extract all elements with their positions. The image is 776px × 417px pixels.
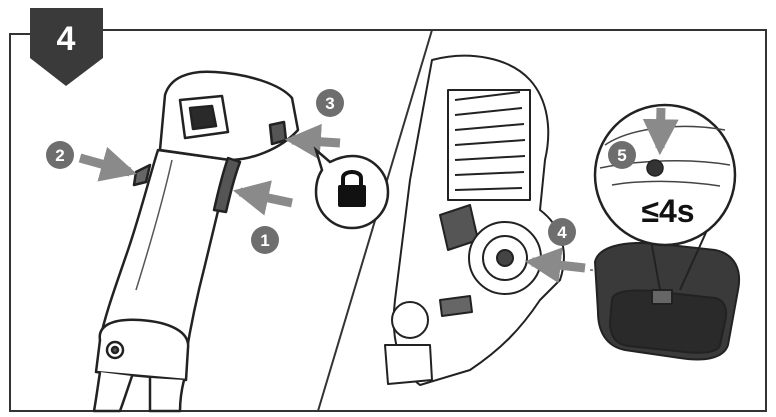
step-badge-label: 4 xyxy=(57,20,76,58)
callout-label: 1 xyxy=(260,231,269,250)
time-label: ≤4s xyxy=(641,193,694,229)
callout-5: 5 xyxy=(608,141,636,169)
callout-1: 1 xyxy=(251,226,279,254)
step-badge: 4 xyxy=(30,8,103,86)
callout-2: 2 xyxy=(46,141,74,169)
detail-magnifier: ≤4s xyxy=(593,103,737,291)
callout-label: 4 xyxy=(557,223,567,242)
callout-label: 5 xyxy=(617,146,626,165)
callout-label: 3 xyxy=(325,94,334,113)
diagram-frame xyxy=(9,29,767,412)
battery-pack xyxy=(594,242,740,361)
lock-icon xyxy=(338,170,366,207)
arrow-icon xyxy=(78,123,341,216)
arrow-icon xyxy=(524,247,586,284)
arrow-icon xyxy=(642,107,679,156)
trigger-handle xyxy=(92,70,300,413)
callout-label: 2 xyxy=(55,146,64,165)
callout-3: 3 xyxy=(316,89,344,117)
lock-bubble xyxy=(313,146,390,230)
callout-4: 4 xyxy=(548,218,576,246)
engine-unit xyxy=(384,54,565,386)
